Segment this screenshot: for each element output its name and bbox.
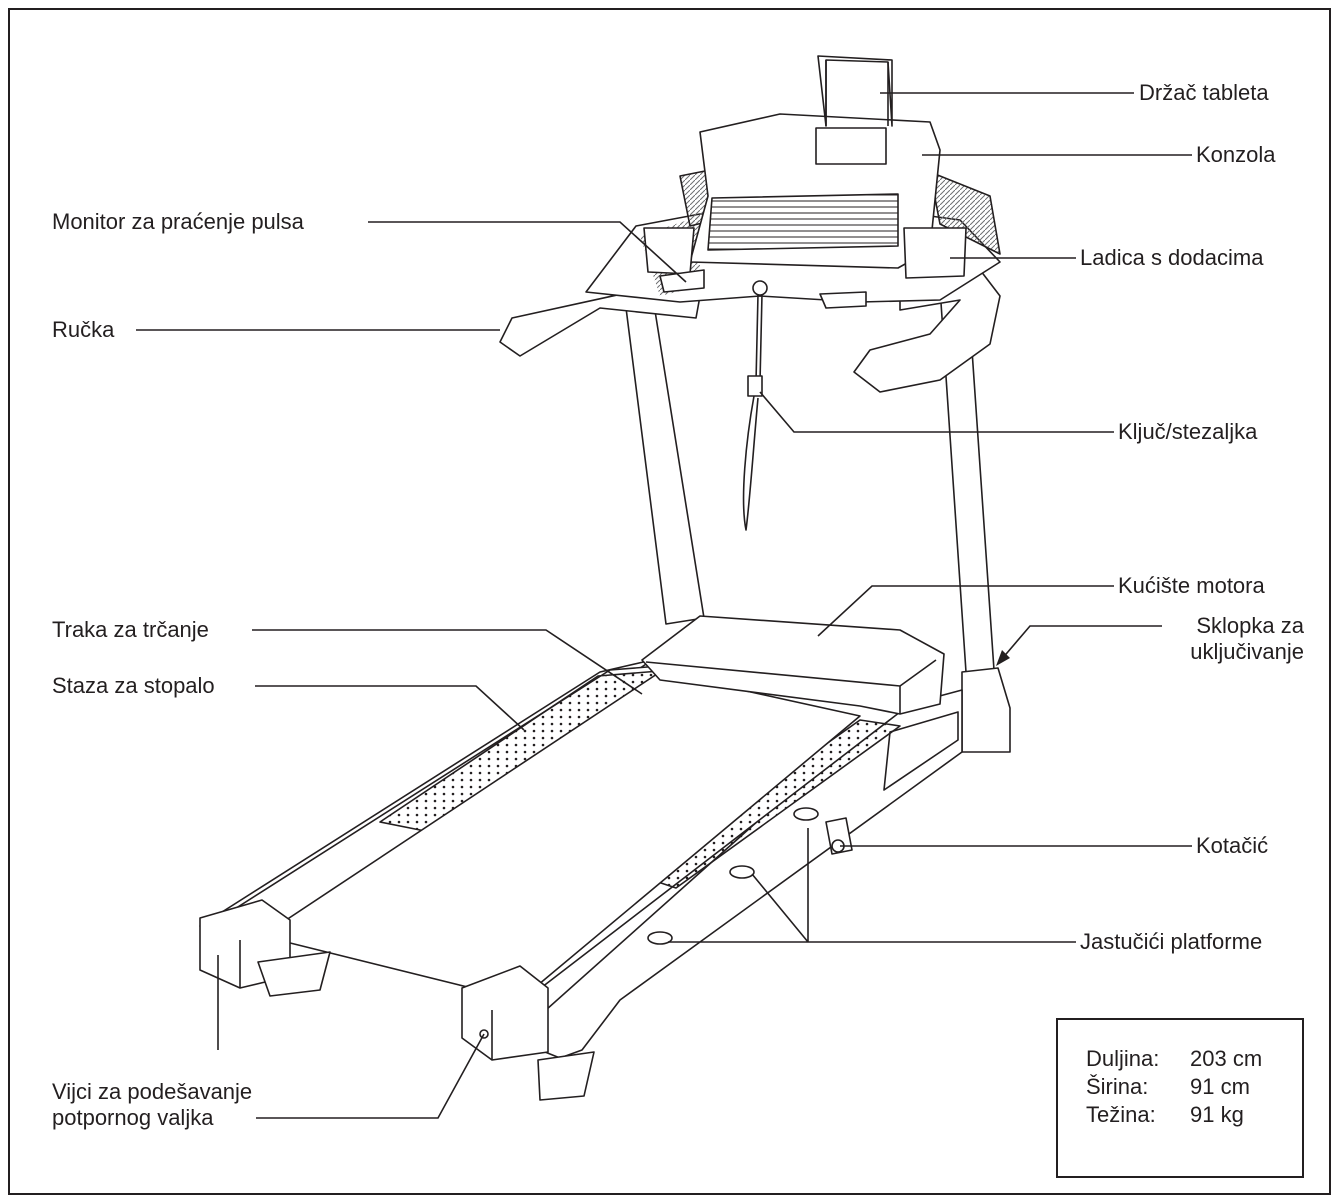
leader-platform-cushions (668, 828, 1076, 943)
console-display (815, 127, 887, 165)
leader-foot-rail (255, 685, 525, 731)
label-console: Konzola (1196, 142, 1276, 167)
upright-base-cover (961, 667, 1011, 753)
label-power-switch-line1: Sklopka za (1196, 613, 1304, 638)
label-foot-rail: Staza za stopalo (52, 673, 215, 698)
spec-row-width: Širina:91 cm (1086, 1074, 1250, 1099)
right-handrail (853, 261, 1001, 393)
label-tablet-holder: Držač tableta (1139, 80, 1269, 105)
spec-row-weight: Težina:91 kg (1086, 1102, 1244, 1127)
key-clip-shape (747, 375, 763, 397)
dimensions-box: Duljina:203 cm Širina:91 cm Težina:91 kg (1056, 1018, 1304, 1178)
leader-power-switch (1000, 625, 1162, 661)
spec-row-length: Duljina:203 cm (1086, 1046, 1263, 1071)
leader-motor-hood (817, 585, 1114, 637)
label-roller-bolts-line2: potpornog valjka (52, 1105, 214, 1130)
tablet-holder-shape (817, 55, 893, 127)
left-upright (623, 291, 705, 625)
label-wheel: Kotačić (1196, 833, 1269, 858)
label-pulse-monitor: Monitor za praćenje pulsa (52, 209, 304, 234)
leader-key-clip (759, 391, 1114, 433)
right-side-skirt (883, 711, 959, 791)
motor-hood (641, 615, 945, 715)
leader-roller-bolts (256, 1033, 485, 1119)
label-platform-cushions: Jastučići platforme (1080, 929, 1263, 954)
console-fan-grille (707, 193, 899, 251)
leader-pulse-monitor (368, 221, 687, 283)
accessory-tray-shape (903, 227, 967, 279)
label-motor-hood: Kućište motora (1118, 573, 1265, 598)
label-roller-bolts-line1: Vijci za podešavanje (52, 1079, 253, 1104)
label-power-switch-line2: uključivanje (1190, 639, 1304, 664)
label-key-clip: Ključ/stezaljka (1118, 419, 1258, 444)
label-accessory-tray: Ladica s dodacima (1080, 245, 1264, 270)
leader-walking-belt (252, 629, 643, 695)
diagram-frame (8, 8, 1331, 1195)
label-handrail: Ručka (52, 317, 115, 342)
label-walking-belt: Traka za trčanje (52, 617, 209, 642)
power-switch-arrowhead (996, 650, 1010, 666)
